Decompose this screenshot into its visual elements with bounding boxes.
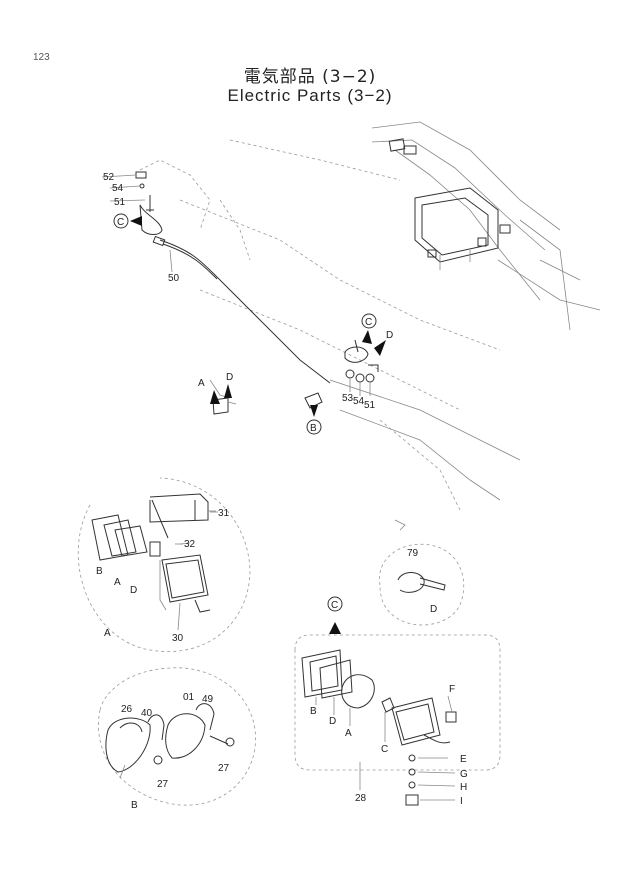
callout-32: 32 <box>184 539 196 550</box>
letter-d-small: D <box>226 372 233 383</box>
circled-letter-c-detail <box>327 596 343 612</box>
callout-54: 54 <box>112 183 124 194</box>
detail-box-c <box>294 622 501 806</box>
wire-harness-50 <box>152 235 331 384</box>
letter-c-detail: C <box>331 600 338 611</box>
page-number: 123 <box>33 52 50 63</box>
circled-letter-b-center <box>306 419 322 435</box>
letter-b-group-label: B <box>131 800 138 811</box>
letter-c-upper: C <box>117 217 124 228</box>
letter-a-small: A <box>198 378 205 389</box>
letter-a-detail: A <box>345 728 352 739</box>
letter-b-detail: B <box>310 706 317 717</box>
letter-b-center: B <box>310 423 317 434</box>
letter-i-detail: I <box>460 796 463 807</box>
circled-markers <box>113 213 386 612</box>
upper-lamp-assembly <box>101 171 163 235</box>
callout-30: 30 <box>172 633 184 644</box>
letter-c-detail-part: C <box>381 744 388 755</box>
cable-tie-detail <box>378 543 464 626</box>
callout-31: 31 <box>218 508 230 519</box>
callout-51-center: 51 <box>364 400 376 411</box>
letter-d-group-a: D <box>130 585 137 596</box>
letter-a-group-a: A <box>114 577 121 588</box>
page-title-japanese: 電気部品 (3−2) <box>243 67 377 87</box>
letter-e-detail: E <box>460 754 467 765</box>
machine-boom-illustration <box>229 121 601 331</box>
letter-c-center: C <box>365 317 372 328</box>
callout-27-left: 27 <box>157 779 169 790</box>
letter-h-detail: H <box>460 782 467 793</box>
letter-d-center: D <box>386 330 393 341</box>
letter-b-group-a: B <box>96 566 103 577</box>
letter-d-detail: D <box>329 716 336 727</box>
callout-54-center: 54 <box>353 396 365 407</box>
circled-letter-c-upper <box>113 213 129 229</box>
callout-40: 40 <box>141 708 153 719</box>
letter-g-detail: G <box>460 769 468 780</box>
callout-52: 52 <box>103 172 115 183</box>
callout-01: 01 <box>183 692 195 703</box>
callout-labels: 52 54 51 50 53 54 51 31 32 30 26 40 01 4… <box>96 172 468 811</box>
lamp-group-b <box>98 667 256 806</box>
letter-d-cable-tie: D <box>430 604 437 615</box>
callout-27-right: 27 <box>218 763 230 774</box>
callout-26: 26 <box>121 704 133 715</box>
letter-f-detail: F <box>449 684 455 695</box>
callout-50: 50 <box>168 273 180 284</box>
center-lamp-assembly <box>209 339 379 415</box>
leader-lines <box>169 249 456 801</box>
lamp-group-a <box>77 477 251 652</box>
callout-53-center: 53 <box>342 393 354 404</box>
callout-28: 28 <box>355 793 367 804</box>
cab-outline-illustration <box>139 159 521 531</box>
callout-51: 51 <box>114 197 126 208</box>
circled-letter-c-center <box>361 313 377 329</box>
callout-79: 79 <box>407 548 419 559</box>
letter-a-group-label: A <box>104 628 111 639</box>
page-title-english: Electric Parts (3−2) <box>227 86 393 105</box>
callout-49: 49 <box>202 694 214 705</box>
